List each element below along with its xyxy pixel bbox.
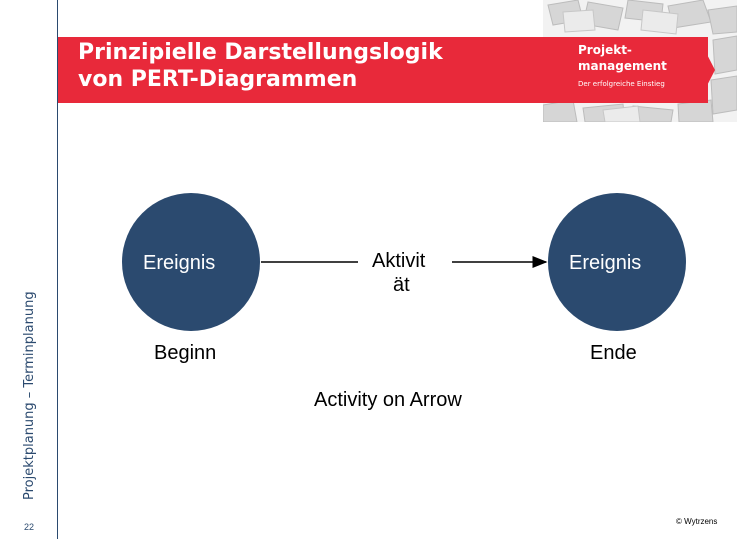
end-caption: Ende [590, 342, 637, 364]
start-event-node [122, 193, 260, 331]
book-logo: Projekt- management Der erfolgreiche Ein… [543, 0, 737, 122]
logo-subtitle: Der erfolgreiche Einstieg [578, 80, 665, 88]
activity-label: Aktivit ät [372, 249, 442, 297]
activity-label-line2: ät [393, 274, 410, 296]
start-event-label: Ereignis [143, 252, 216, 274]
end-event-node [548, 193, 686, 331]
logo-title-line1: Projekt- [578, 43, 632, 57]
logo-banner [543, 37, 708, 103]
page-number: 22 [24, 522, 35, 532]
activity-label-line1: Aktivit [372, 250, 426, 272]
logo-title-line2: management [578, 59, 667, 73]
notation-caption: Activity on Arrow [314, 389, 462, 411]
title-bar: Prinzipielle Darstellungslogik von PERT-… [58, 37, 543, 103]
copyright: © Wytrzens [676, 517, 718, 526]
end-event-label: Ereignis [569, 252, 642, 274]
arrow-shape [698, 37, 715, 103]
start-caption: Beginn [154, 342, 217, 364]
sidebar: Projektplanung – Terminplanung 22 [0, 0, 58, 539]
page-title: Prinzipielle Darstellungslogik von PERT-… [78, 40, 443, 92]
